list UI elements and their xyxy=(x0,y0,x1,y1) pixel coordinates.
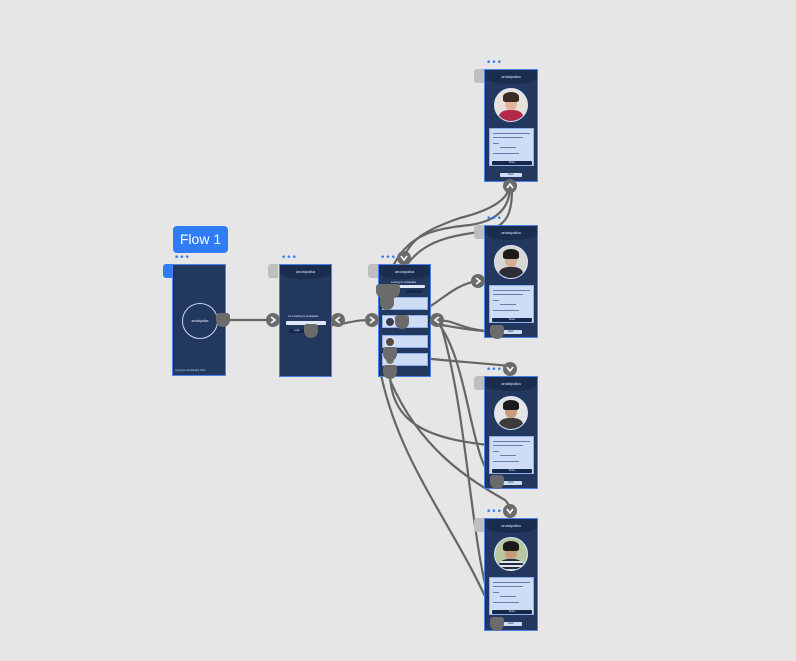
screen-tab xyxy=(474,225,484,239)
connector-origin-pin[interactable] xyxy=(490,617,504,631)
profile-screen-1[interactable]: andalpalka Notes Back xyxy=(484,69,538,182)
chevron-right-icon[interactable] xyxy=(365,313,379,327)
chevron-down-icon[interactable] xyxy=(503,362,517,376)
chevron-down-icon[interactable] xyxy=(503,504,517,518)
chevron-left-icon[interactable] xyxy=(430,313,444,327)
list-item[interactable] xyxy=(382,335,428,348)
connector-origin-pin[interactable] xyxy=(383,365,397,379)
profile-screen-3[interactable]: andalpalka Notes Back xyxy=(484,376,538,489)
connector-profile1-back xyxy=(402,187,511,259)
avatar xyxy=(494,88,528,122)
profile-info-card: Notes xyxy=(489,285,534,323)
screen-tab xyxy=(368,264,378,278)
avatar xyxy=(385,317,395,327)
avatar xyxy=(494,396,528,430)
login-prompt: Let's looking for andalpalka xyxy=(288,315,319,318)
start-flag-icon xyxy=(163,264,173,278)
connector-origin-pin[interactable] xyxy=(490,325,504,339)
chevron-down-icon[interactable] xyxy=(397,251,411,265)
more-dots-icon[interactable]: ••• xyxy=(174,253,190,263)
connector-origin-pin[interactable] xyxy=(216,313,230,327)
more-dots-icon[interactable]: ••• xyxy=(486,58,502,68)
more-dots-icon[interactable]: ••• xyxy=(486,365,502,375)
connector-origin-pin[interactable] xyxy=(386,284,400,298)
profile-screen-2[interactable]: andalpalka Notes Back xyxy=(484,225,538,338)
profile-screen-4[interactable]: andalpalka Notes Back xyxy=(484,518,538,631)
splash-copyright: copyright aandalpalka 2023 xyxy=(175,369,206,372)
screen-tab xyxy=(474,69,484,83)
chevron-right-icon[interactable] xyxy=(471,274,485,288)
profile-header: andalpalka xyxy=(485,519,537,533)
more-dots-icon[interactable]: ••• xyxy=(486,214,502,224)
more-dots-icon[interactable]: ••• xyxy=(486,507,502,517)
list-search-button[interactable] xyxy=(406,290,422,293)
profile-notes-button[interactable]: Notes xyxy=(492,318,532,322)
screen-tab xyxy=(474,376,484,390)
profile-info-card: Notes xyxy=(489,128,534,166)
connector-origin-pin[interactable] xyxy=(490,475,504,489)
profile-back-button[interactable]: Back xyxy=(500,481,522,485)
profile-back-button[interactable]: Back xyxy=(500,622,522,626)
profile-info-card: Notes xyxy=(489,577,534,615)
connector-list-profile4c xyxy=(378,369,499,625)
profile-header: andalpalka xyxy=(485,70,537,84)
list-header: andalpalka xyxy=(379,265,430,279)
profile-notes-button[interactable]: Notes xyxy=(492,469,532,473)
connector-origin-pin[interactable] xyxy=(380,296,394,310)
more-dots-icon[interactable]: ••• xyxy=(380,253,396,263)
list-title: Looking for andalpalka xyxy=(391,281,417,284)
connector-origin-pin[interactable] xyxy=(304,324,318,338)
profile-notes-button[interactable]: Notes xyxy=(492,610,532,614)
screen-tab xyxy=(474,518,484,532)
avatar xyxy=(494,245,528,279)
profile-info-card: Notes xyxy=(489,436,534,474)
profile-header: andalpalka xyxy=(485,226,537,240)
chevron-up-icon[interactable] xyxy=(503,179,517,193)
login-header: andalpalka xyxy=(280,265,331,279)
login-button[interactable]: Login xyxy=(289,329,305,333)
flow-label[interactable]: Flow 1 xyxy=(173,226,228,253)
login-screen[interactable]: andalpalka Let's looking for andalpalka … xyxy=(279,264,332,377)
avatar xyxy=(494,537,528,571)
profile-notes-button[interactable]: Notes xyxy=(492,161,532,165)
list-search-input[interactable] xyxy=(385,285,425,288)
splash-logo: andalpalka xyxy=(182,303,218,339)
connector-origin-pin[interactable] xyxy=(395,315,409,329)
profile-back-button[interactable]: Back xyxy=(500,173,522,177)
chevron-right-icon[interactable] xyxy=(266,313,280,327)
login-input[interactable] xyxy=(286,321,326,325)
chevron-left-icon[interactable] xyxy=(331,313,345,327)
profile-header: andalpalka xyxy=(485,377,537,391)
profile-back-button[interactable]: Back xyxy=(500,330,522,334)
more-dots-icon[interactable]: ••• xyxy=(281,253,297,263)
avatar xyxy=(385,337,395,347)
connector-origin-pin[interactable] xyxy=(383,347,397,361)
screen-tab xyxy=(268,264,278,278)
